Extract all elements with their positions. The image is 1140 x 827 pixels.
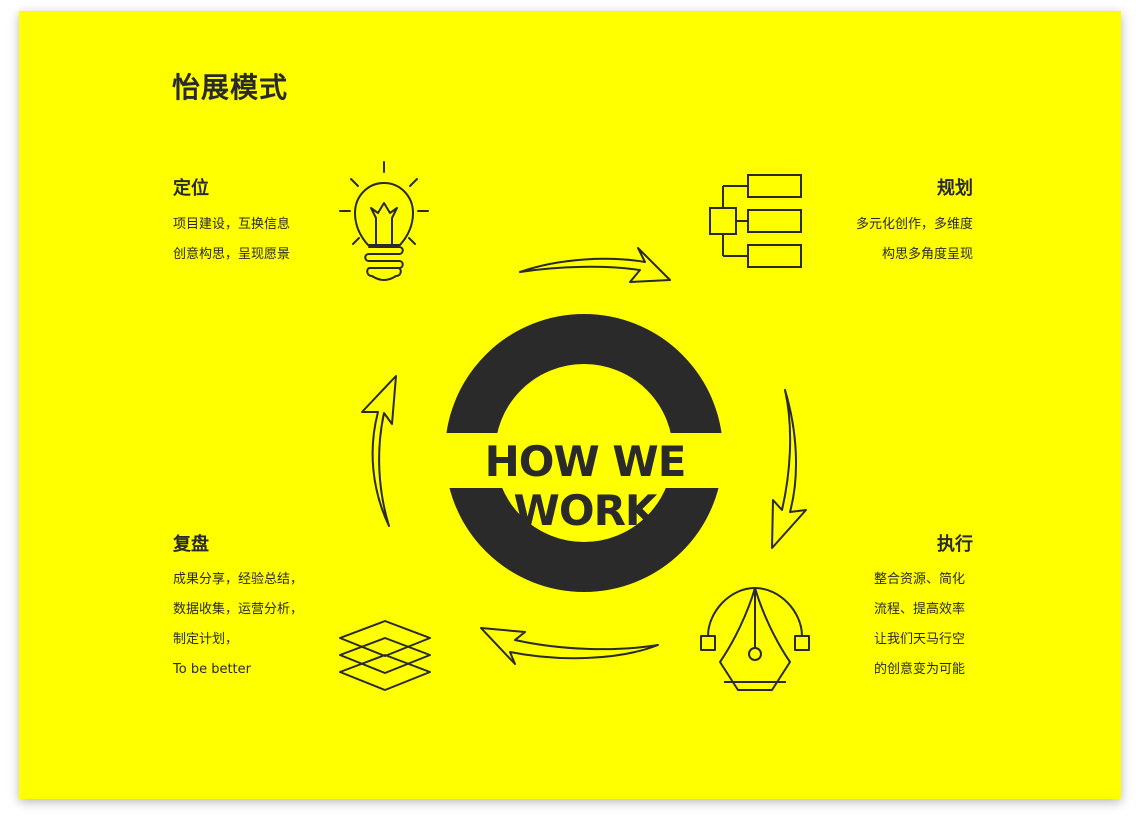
step-desc-review: 成果分享，经验总结， 数据收集，运营分析， 制定计划， To be better	[173, 565, 303, 685]
page-card	[19, 11, 1121, 799]
lightbulb-icon	[339, 161, 429, 281]
step-desc-line: 创意构思，呈现愿景	[173, 247, 291, 262]
step-desc-line: 构思多角度呈现	[881, 247, 973, 262]
step-desc-execution: 整合资源、简化 流程、提高效率 让我们天马行空 的创意变为可能	[874, 565, 965, 685]
arrow-to-execution	[771, 389, 807, 549]
arrow-to-planning	[519, 247, 671, 283]
hierarchy-chart-icon	[709, 174, 802, 268]
step-heading-positioning: 定位	[173, 178, 209, 199]
step-desc-line: 制定计划，	[173, 632, 239, 647]
center-label: HOW WE WORK	[484, 437, 687, 535]
step-desc-line: To be better	[173, 662, 251, 677]
step-desc-positioning: 项目建设，互换信息 创意构思，呈现愿景	[173, 210, 290, 270]
step-desc-line: 整合资源、简化	[874, 572, 966, 587]
step-desc-line: 项目建设，互换信息	[173, 217, 291, 232]
step-desc-line: 的创意变为可能	[874, 662, 966, 677]
step-desc-planning: 多元化创作，多维度 构思多角度呈现	[773, 210, 973, 270]
step-heading-review: 复盘	[173, 534, 209, 555]
step-desc-line: 让我们天马行空	[874, 632, 966, 647]
step-desc-line: 数据收集，运营分析，	[173, 602, 304, 617]
pen-tool-icon	[700, 587, 810, 691]
page-title: 怡展模式	[172, 71, 289, 104]
layers-icon	[339, 620, 431, 691]
step-heading-execution: 执行	[937, 534, 973, 555]
arrow-to-review	[480, 627, 659, 665]
step-heading-planning: 规划	[937, 178, 973, 199]
step-desc-line: 流程、提高效率	[874, 602, 966, 617]
step-desc-line: 成果分享，经验总结，	[173, 572, 304, 587]
arrow-to-positioning	[361, 375, 397, 527]
center-ring	[430, 314, 740, 592]
step-desc-line: 多元化创作，多维度	[855, 217, 973, 232]
